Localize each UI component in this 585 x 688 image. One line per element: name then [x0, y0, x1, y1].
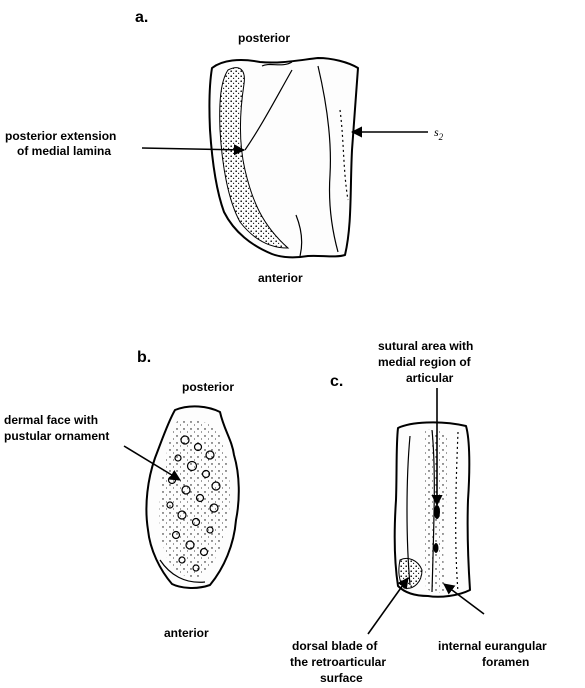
panel-c-left-arrow [368, 578, 408, 634]
panel-c-right-label-line1: internal eurangular [438, 639, 547, 653]
panel-b-left-label-line1: dermal face with [4, 413, 98, 427]
panel-a-top-label: posterior [238, 31, 290, 45]
panel-b-letter: b. [137, 349, 151, 366]
panel-a: a. posterior posterior extension of medi… [5, 9, 444, 285]
panel-b-top-label: posterior [182, 380, 234, 394]
panel-c-top-label-line2: medial region of [378, 355, 472, 369]
panel-b-bottom-label: anterior [164, 626, 209, 640]
panel-c-left-label-line3: surface [320, 671, 363, 685]
panel-b-left-label-line2: pustular ornament [4, 429, 109, 443]
panel-a-left-label-line1: posterior extension [5, 129, 116, 143]
panel-c-top-label-line3: articular [406, 371, 454, 385]
panel-c-foramen-mark [434, 543, 439, 553]
panel-a-right-label: s2 [434, 125, 444, 142]
panel-c-right-label-line2: foramen [482, 655, 529, 669]
panel-a-bottom-label: anterior [258, 271, 303, 285]
panel-c-letter: c. [330, 373, 343, 390]
panel-c: c. sutural area with medial region of ar… [290, 339, 547, 685]
panel-c-left-label-line1: dorsal blade of [292, 639, 378, 653]
panel-c-left-label-line2: the retroarticular [290, 655, 386, 669]
panel-a-letter: a. [135, 9, 148, 26]
panel-c-top-label-line1: sutural area with [378, 339, 473, 353]
panel-c-foramen-mark [434, 505, 440, 519]
panel-b: b. posterior dermal face with pustular o… [4, 349, 239, 640]
panel-a-left-label-line2: of medial lamina [17, 144, 111, 158]
